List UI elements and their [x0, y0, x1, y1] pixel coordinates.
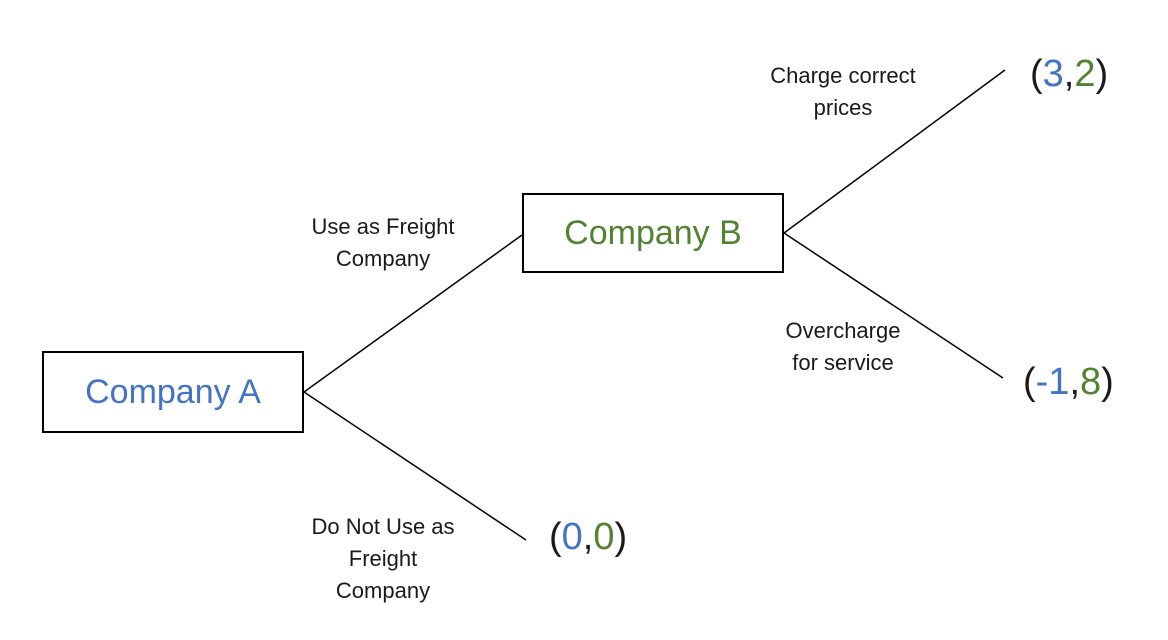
payoff-value-company-a: 3 [1042, 53, 1064, 95]
node-label-company-b: Company B [564, 213, 742, 252]
edge-label-line: Use as Freight [311, 214, 455, 239]
payoff-value-company-a: -1 [1035, 361, 1070, 403]
edge-label-line: Freight [348, 546, 418, 571]
edge-label-overcharge: Overcharge for service [786, 315, 901, 379]
payoff-overcharge: (-1,8) [1023, 361, 1114, 403]
payoff-do-not-use: (0,0) [549, 516, 628, 558]
edge-label-line: for service [792, 350, 894, 375]
edge-label-charge-correct: Charge correct prices [770, 60, 916, 124]
edge-line-charge-correct [783, 69, 1006, 234]
edge-label-use-as-freight: Use as Freight Company [311, 211, 454, 275]
edge-label-line: prices [813, 95, 873, 120]
edge-label-line: Company [335, 246, 431, 271]
edge-label-line: Do Not Use as [311, 514, 455, 539]
decision-node-company-b: Company B [522, 193, 784, 273]
payoff-value-company-b: 0 [593, 516, 615, 558]
decision-node-company-a: Company A [42, 351, 304, 433]
edge-label-line: Overcharge [785, 318, 901, 343]
edge-line-use-as-freight [303, 234, 523, 393]
edge-line-overcharge [783, 232, 1004, 379]
payoff-value-company-a: 0 [561, 516, 583, 558]
payoff-charge-correct: (3,2) [1030, 53, 1109, 95]
edge-line-do-not-use [303, 391, 527, 541]
edge-label-line: Company [335, 578, 431, 603]
edge-label-do-not-use: Do Not Use as Freight Company [311, 511, 454, 607]
payoff-value-company-b: 2 [1074, 53, 1096, 95]
edge-label-line: Charge correct [770, 63, 916, 88]
payoff-value-company-b: 8 [1080, 361, 1102, 403]
node-label-company-a: Company A [85, 372, 261, 411]
